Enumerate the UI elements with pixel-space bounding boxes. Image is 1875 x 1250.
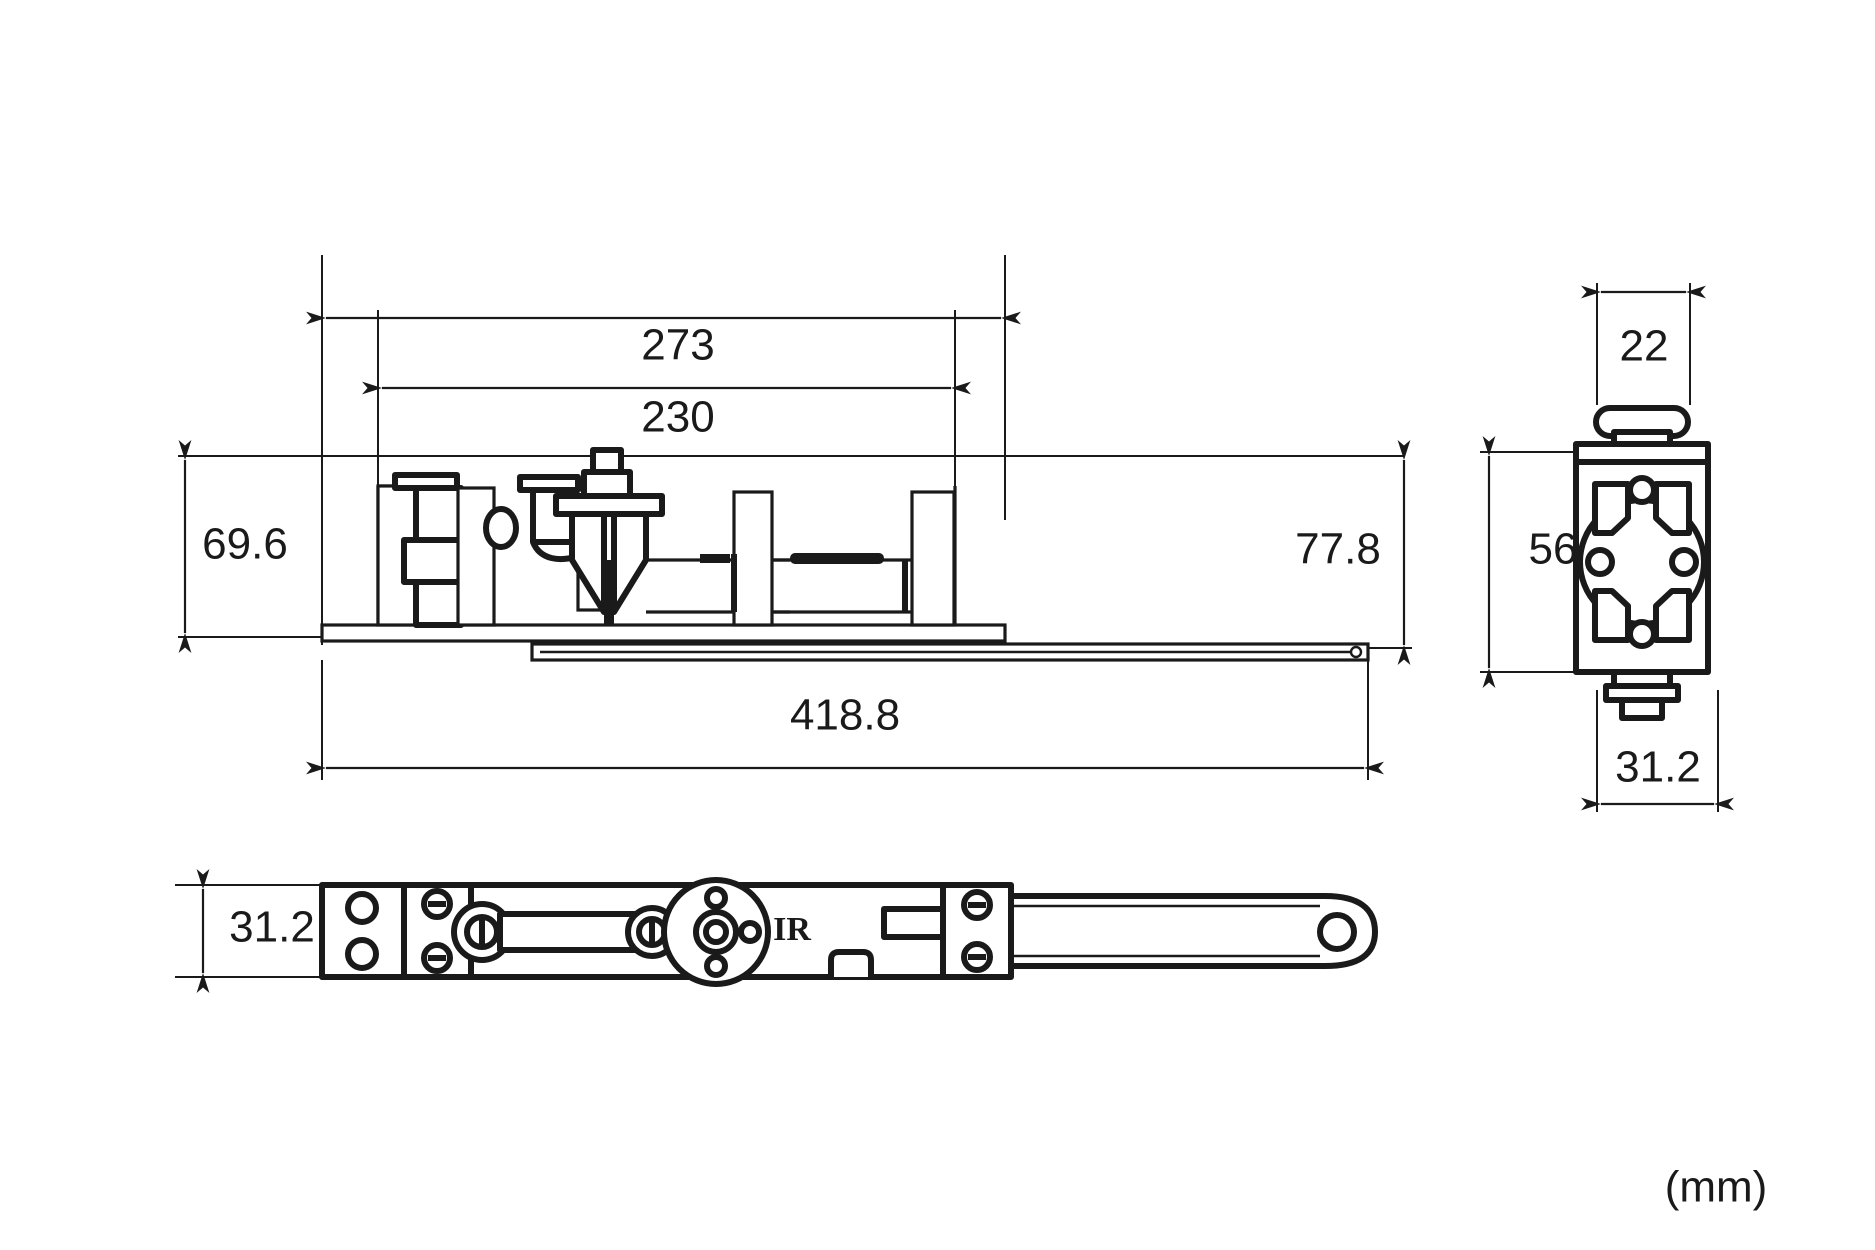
side-elevation-geometry bbox=[1573, 405, 1711, 721]
plan-bottom-tab bbox=[828, 949, 874, 977]
units-label: (mm) bbox=[1665, 1163, 1768, 1212]
dimension-31-2-plan-label: 31.2 bbox=[229, 903, 315, 952]
front-pivot-boss bbox=[483, 506, 519, 550]
side-extension-lines bbox=[1480, 283, 1719, 812]
dimension-273-label: 273 bbox=[641, 321, 714, 370]
side-elevation-view: 22 56 31.2 bbox=[1480, 283, 1734, 812]
plan-view-geometry: IR bbox=[319, 877, 1378, 987]
front-right-upright bbox=[910, 490, 956, 627]
dimension-69-6-label: 69.6 bbox=[202, 520, 288, 569]
front-drive-housing bbox=[553, 447, 665, 625]
dimension-31-2-side-label: 31.2 bbox=[1615, 743, 1701, 792]
front-base-plate bbox=[320, 623, 1007, 643]
side-pocket-upper-left bbox=[1592, 481, 1631, 536]
dimension-22: 22 bbox=[1581, 285, 1706, 371]
dimension-273: 273 bbox=[306, 311, 1021, 370]
side-pocket-lower-right bbox=[1653, 588, 1692, 643]
dimension-69-6: 69.6 bbox=[178, 440, 288, 653]
front-elevation-view: 273 230 69.6 77.8 418.8 bbox=[178, 255, 1412, 780]
dimension-230-label: 230 bbox=[641, 393, 714, 442]
dimension-31-2-plan: 31.2 bbox=[196, 869, 315, 993]
front-mid-upright bbox=[731, 490, 774, 627]
side-bottom-drive-stub bbox=[1603, 669, 1681, 721]
plan-view: 31.2 bbox=[175, 869, 1378, 993]
plan-link-bar bbox=[497, 911, 639, 953]
side-pocket-upper-right bbox=[1653, 481, 1692, 536]
front-right-bar bbox=[772, 553, 915, 614]
dimension-56-label: 56 bbox=[1529, 525, 1578, 574]
dimension-230: 230 bbox=[362, 381, 971, 442]
plan-right-endcap bbox=[940, 882, 1014, 980]
dimension-31-2-side: 31.2 bbox=[1581, 743, 1734, 811]
side-bolt-holes bbox=[1585, 475, 1699, 649]
front-left-endcap bbox=[376, 472, 496, 628]
dimension-77-8-label: 77.8 bbox=[1295, 525, 1381, 574]
plan-ratchet-disc bbox=[661, 877, 771, 987]
dimension-77-8: 77.8 bbox=[1295, 440, 1411, 665]
brand-mark-label: IR bbox=[773, 911, 811, 948]
plan-handle-bar bbox=[1008, 893, 1378, 969]
front-extension-arm bbox=[530, 642, 1370, 662]
dimension-22-label: 22 bbox=[1620, 322, 1669, 371]
plan-left-endcap bbox=[345, 885, 407, 977]
dimension-418-8: 418.8 bbox=[306, 691, 1384, 775]
dimension-56: 56 bbox=[1482, 436, 1578, 688]
front-elevation-geometry bbox=[320, 447, 1370, 662]
side-pocket-lower-left bbox=[1592, 588, 1631, 643]
plan-second-plate bbox=[421, 885, 474, 977]
dimension-418-8-label: 418.8 bbox=[790, 691, 900, 740]
